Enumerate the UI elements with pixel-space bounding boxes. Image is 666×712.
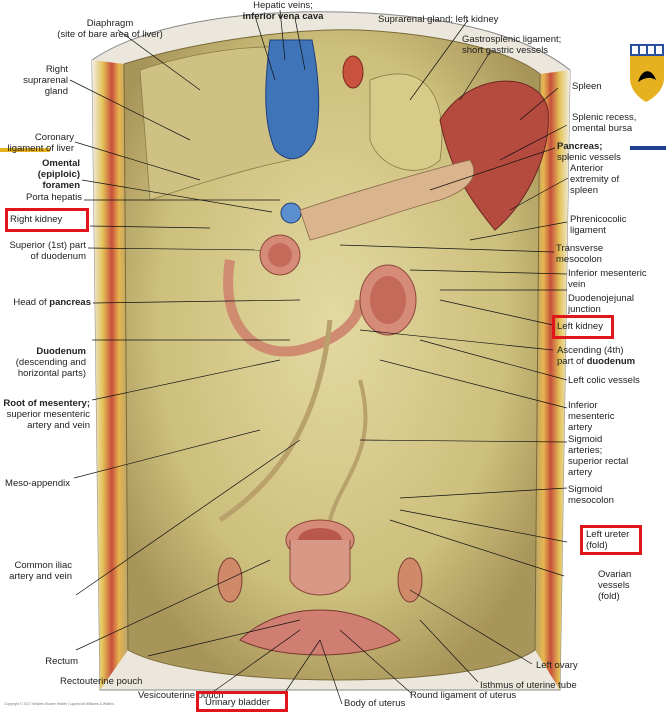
portal-vein-cut	[280, 202, 302, 224]
pancreas	[299, 159, 475, 241]
highlight-box-urinary-bladder	[196, 691, 288, 712]
left-abdominal-wall	[92, 60, 128, 690]
label-coronary-ligament: Coronary ligament of liver	[7, 132, 74, 154]
label-urinary-bladder: Urinary bladder	[205, 697, 270, 708]
label-left-ureter: Left ureter (fold)	[586, 529, 630, 551]
diaphragm-region	[139, 46, 301, 201]
duodenum	[223, 259, 365, 357]
label-omental-foramen: Omental (epiploic) foramen	[37, 158, 80, 191]
label-round-ligament: Round ligament of uterus	[410, 690, 517, 701]
label-spleen: Spleen	[572, 81, 602, 92]
label-duodenojejunal: Duodenojejunal junction	[568, 293, 635, 315]
label-duodenum: Duodenum (descending and horizontal part…	[15, 346, 86, 379]
uterus	[239, 609, 401, 656]
university-crest-logo	[630, 44, 664, 102]
label-porta-hepatis: Porta hepatis	[26, 192, 82, 203]
label-suprarenal-left-kidney: Suprarenal gland; left kidney	[378, 14, 499, 25]
highlight-box-right-kidney	[5, 208, 89, 232]
inferior-vena-cava	[265, 39, 320, 160]
mesentery-root	[218, 319, 333, 523]
label-vesicouterine: Vesicouterine pouch	[138, 690, 224, 701]
label-pancreas: Pancreas; splenic vessels	[557, 141, 621, 163]
label-hepatic-veins: Hepatic veins; inferior vena cava	[242, 0, 324, 22]
label-root-of-mesentery: Root of mesentery; superior mesenteric a…	[3, 398, 90, 431]
leader-lines	[69, 9, 569, 705]
label-right-kidney: Right kidney	[10, 214, 63, 225]
label-left-colic: Left colic vessels	[568, 375, 640, 386]
label-common-iliac: Common iliac artery and vein	[9, 560, 72, 582]
left-ovary	[397, 557, 423, 603]
label-anterior-extremity: Anterior extremity of spleen	[570, 163, 620, 196]
right-ovary	[217, 557, 243, 603]
label-sigmoid-mesocolon: Sigmoid mesocolon	[568, 484, 614, 506]
label-inferior-mesenteric-artery: Inferior mesenteric artery	[568, 400, 615, 433]
label-left-kidney: Left kidney	[557, 321, 603, 332]
label-ovarian-vessels: Ovarian vessels (fold)	[598, 569, 632, 602]
crest-shield	[630, 56, 664, 102]
copyright-notice: Copyright © 2017 Wolters Kluwer Health |…	[4, 702, 115, 706]
sigmoid-mesocolon	[328, 379, 368, 521]
crest-books	[630, 44, 664, 56]
esophagus-cut	[342, 55, 364, 89]
label-splenic-recess: Splenic recess, omental bursa	[572, 112, 637, 134]
label-diaphragm: Diaphragm (site of bare area of liver)	[57, 18, 163, 40]
label-left-ovary: Left ovary	[536, 660, 578, 671]
label-inferior-mesenteric-vein: Inferior mesenteric vein	[568, 268, 647, 290]
header-yellow-band	[0, 148, 50, 152]
label-rectouterine: Rectouterine pouch	[60, 676, 143, 687]
left-kidney-region	[369, 73, 443, 171]
highlight-box-left-kidney	[552, 315, 614, 339]
rectum-wall	[289, 540, 351, 596]
highlight-box-left-ureter	[580, 525, 642, 555]
label-superior-duodenum: Superior (1st) part of duodenum	[9, 240, 86, 262]
label-right-suprarenal: Right suprarenal gland	[23, 64, 68, 97]
right-abdominal-wall	[535, 70, 570, 690]
label-sigmoid-arteries: Sigmoid arteries; superior rectal artery	[568, 434, 629, 478]
label-body-of-uterus: Body of uterus	[344, 698, 406, 709]
label-gastrosplenic: Gastrosplenic ligament; short gastric ve…	[462, 34, 562, 56]
label-rectum: Rectum	[45, 656, 78, 667]
label-ascending-duodenum: Ascending (4th) part of duodenum	[557, 345, 636, 367]
label-head-of-pancreas: Head of pancreas	[13, 297, 91, 308]
header-blue-band	[630, 146, 666, 150]
swan-icon	[638, 71, 656, 82]
label-phrenicocolic: Phrenicocolic ligament	[570, 214, 627, 236]
label-isthmus: Isthmus of uterine tube	[480, 680, 577, 691]
label-transverse-mesocolon: Transverse mesocolon	[556, 243, 604, 265]
label-meso-appendix: Meso-appendix	[5, 478, 70, 489]
